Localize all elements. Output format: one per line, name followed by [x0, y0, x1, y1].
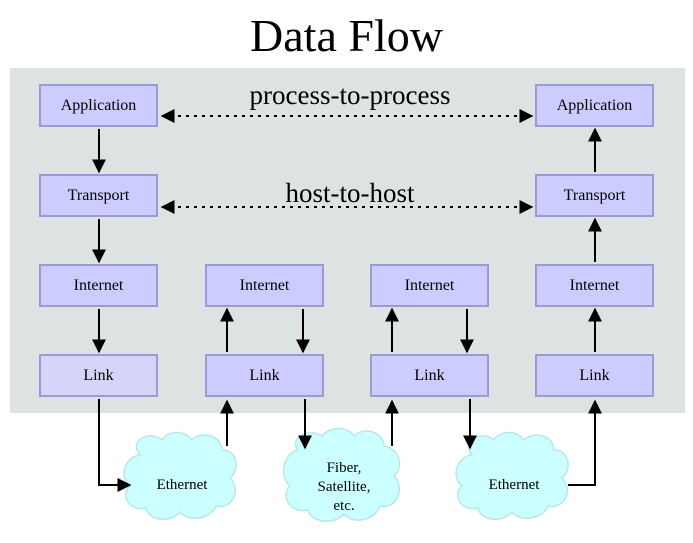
router1-internet-box: Internet [205, 264, 324, 307]
ethernet-left-label: Ethernet [156, 477, 208, 493]
left-application-box: Application [39, 84, 158, 127]
right-transport-box: Transport [535, 174, 654, 217]
router2-link-box: Link [370, 354, 489, 397]
left-transport-box: Transport [39, 174, 158, 217]
fiber-satellite-label: Fiber, Satellite, etc. [294, 459, 394, 516]
router1-link-box: Link [205, 354, 324, 397]
arrow-ethernet-to-right-link [568, 399, 602, 486]
cloud-fiber-satellite [282, 427, 401, 522]
left-link-box: Link [39, 354, 158, 397]
right-link-box: Link [535, 354, 654, 397]
right-internet-box: Internet [535, 264, 654, 307]
process-to-process-label: process-to-process [249, 80, 451, 110]
host-to-host-label: host-to-host [285, 178, 415, 208]
diagram-title: Data Flow [250, 10, 443, 61]
cloud-ethernet-right [455, 431, 569, 520]
satellite-line: Satellite, [317, 479, 371, 495]
left-internet-box: Internet [39, 264, 158, 307]
etc-line: etc. [333, 498, 355, 514]
fiber-line: Fiber, [326, 460, 362, 476]
arrow-left-link-to-ethernet [98, 399, 132, 492]
cloud-ethernet-left [123, 431, 237, 520]
ethernet-right-label: Ethernet [488, 477, 540, 493]
router2-internet-box: Internet [370, 264, 489, 307]
right-application-box: Application [535, 84, 654, 127]
